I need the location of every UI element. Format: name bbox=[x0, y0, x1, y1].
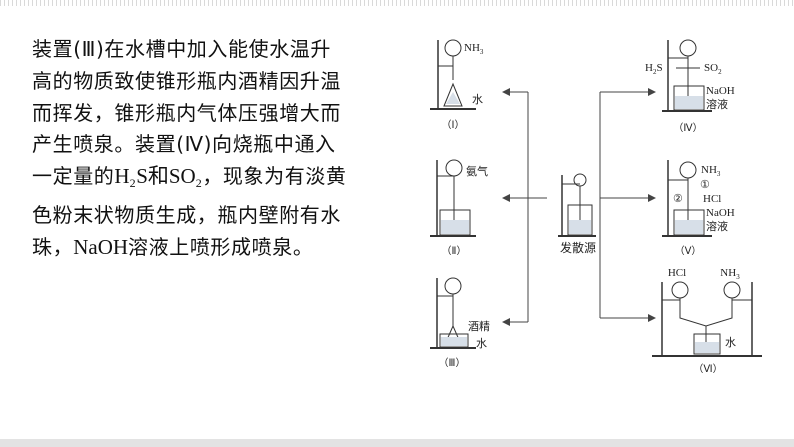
app4-solution-1: NaOH bbox=[706, 85, 735, 97]
text-line-1: 装置(Ⅲ)在水槽中加入能使水温升 bbox=[32, 37, 331, 61]
apparatus-6 bbox=[652, 281, 762, 357]
text-7a: 珠， bbox=[32, 234, 74, 259]
apparatus-2 bbox=[430, 159, 476, 237]
top-decoration bbox=[0, 0, 794, 8]
explanation-paragraph: 装置(Ⅲ)在水槽中加入能使水温升 高的物质致使锥形瓶内酒精因升温 而挥发，锥形瓶… bbox=[32, 34, 412, 264]
formula-s-so: S和SO bbox=[136, 164, 196, 189]
app3-numeral: （Ⅲ） bbox=[439, 357, 466, 369]
top-stripe bbox=[0, 0, 794, 6]
app4-gas-right: SO2 bbox=[704, 62, 722, 76]
app5-solution-1: NaOH bbox=[706, 207, 735, 219]
app6-numeral: （Ⅵ） bbox=[693, 363, 722, 375]
app6-liquid: 水 bbox=[725, 336, 736, 349]
app1-numeral: （Ⅰ） bbox=[442, 119, 465, 131]
app2-numeral: （Ⅱ） bbox=[442, 245, 467, 257]
text-line-2: 高的物质致使锥形瓶内酒精因升温 bbox=[32, 68, 341, 93]
app3-label-bottom: 水 bbox=[476, 337, 487, 350]
text-7b: 溶液上喷形成喷泉。 bbox=[128, 234, 314, 259]
source-apparatus bbox=[558, 173, 596, 237]
app5-mark-1: ① bbox=[700, 179, 710, 191]
formula-h: H bbox=[114, 164, 130, 189]
apparatus-3 bbox=[430, 277, 476, 349]
apparatus-1 bbox=[430, 39, 476, 110]
text-line-6: 色粉末状物质生成，瓶内壁附有水 bbox=[32, 202, 341, 227]
app4-gas-left: H2S bbox=[645, 62, 663, 76]
source-label: 发散源 bbox=[560, 240, 596, 255]
formula-h-sub: 2 bbox=[129, 176, 137, 191]
app6-gas-left: HCl bbox=[668, 267, 686, 279]
text-line-7: 珠，NaOH溶液上喷形成喷泉。 bbox=[32, 232, 412, 264]
app4-solution-2: 溶液 bbox=[706, 97, 728, 111]
app3-label-top: 酒精 bbox=[468, 320, 490, 333]
app1-gas: NH3 bbox=[464, 42, 484, 56]
text-line-5: 一定量的H2S和SO2，现象为有淡黄 bbox=[32, 161, 412, 200]
app4-numeral: （Ⅳ） bbox=[673, 122, 702, 134]
text-5b: ，现象为有淡黄 bbox=[202, 164, 347, 189]
formula-so-sub: 2 bbox=[195, 176, 203, 191]
app5-gas-top: NH3 bbox=[701, 164, 721, 178]
apparatus-5 bbox=[662, 160, 712, 237]
connector-lines bbox=[502, 88, 656, 326]
bottom-bar bbox=[0, 439, 794, 447]
text-line-4: 产生喷泉。装置(Ⅳ)向烧瓶中通入 bbox=[32, 132, 336, 157]
text-5a: 一定量的 bbox=[32, 164, 115, 189]
app5-gas-mid: HCl bbox=[703, 193, 721, 205]
formula-naoh: NaOH bbox=[73, 234, 129, 259]
app6-gas-right: NH3 bbox=[720, 267, 740, 281]
app5-numeral: （Ⅴ） bbox=[675, 245, 702, 257]
app5-mark-2: ② bbox=[673, 193, 683, 205]
app5-solution-2: 溶液 bbox=[706, 219, 728, 233]
app1-liquid: 水 bbox=[472, 93, 483, 106]
apparatus-4 bbox=[662, 39, 712, 112]
text-line-3: 而挥发，锥形瓶内气体压强增大而 bbox=[32, 100, 341, 125]
app2-gas: 氨气 bbox=[466, 164, 488, 178]
